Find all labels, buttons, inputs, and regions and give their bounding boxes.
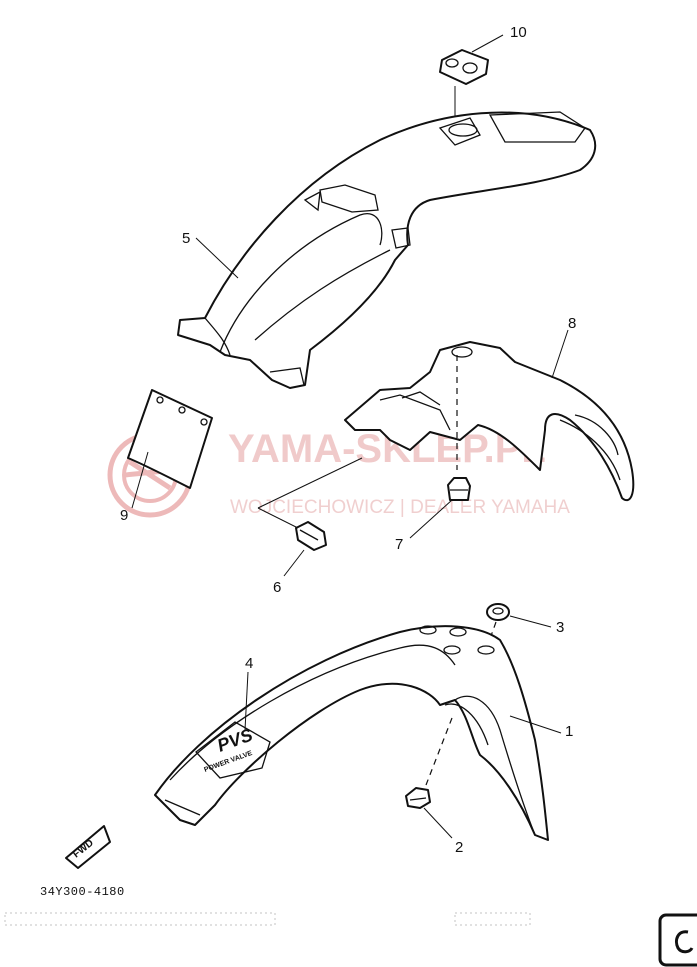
part-9-mud-flap xyxy=(127,389,213,489)
callout-8: 8 xyxy=(568,315,576,332)
part-7-bolt xyxy=(447,477,471,501)
callout-5: 5 xyxy=(182,230,190,247)
watermark-tagline: WOJCIECHOWICZ | DEALER YAMAHA xyxy=(230,497,570,518)
part-1-front-fender xyxy=(154,625,549,841)
callout-7: 7 xyxy=(395,536,403,553)
callout-9: 9 xyxy=(120,507,128,524)
callout-3: 3 xyxy=(556,619,564,636)
callout-2: 2 xyxy=(455,839,463,856)
callout-10: 10 xyxy=(510,24,527,41)
part-6-bolt xyxy=(257,457,363,551)
callout-6: 6 xyxy=(273,579,281,596)
part-10-grommet xyxy=(439,49,489,118)
scan-noise xyxy=(4,912,531,926)
callout-4: 4 xyxy=(245,655,253,672)
callouts: 10 5 8 9 7 6 3 4 1 2 xyxy=(120,24,576,856)
part-3-grommet-nut xyxy=(485,603,510,651)
part-8-rear-fender-bracket xyxy=(344,341,635,502)
part-2-bolt xyxy=(405,787,431,809)
corner-box xyxy=(658,913,697,967)
part-5-rear-fender xyxy=(177,111,597,389)
callout-1: 1 xyxy=(565,723,573,740)
fwd-arrow-icon: FWD xyxy=(65,825,111,869)
drawing-code: 34Y300-4180 xyxy=(40,885,125,899)
